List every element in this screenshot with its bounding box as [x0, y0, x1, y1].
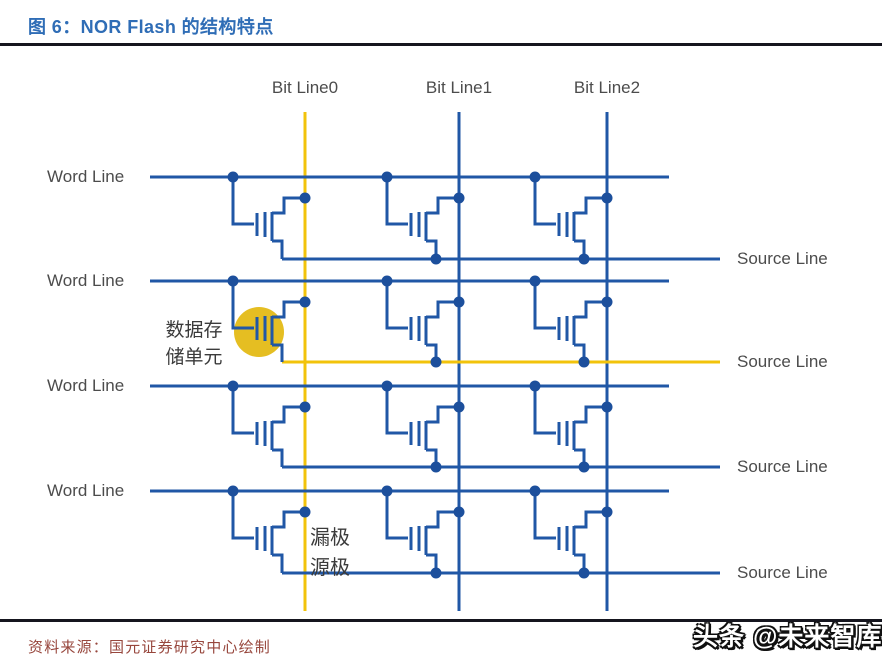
memory-cell-annotation-line: 数据存 [165, 319, 223, 341]
junction-dot [453, 401, 465, 413]
junction-dot [430, 253, 442, 265]
junction-dot [578, 567, 590, 579]
source-line-label: Source Line [737, 563, 828, 582]
junction-dot [529, 485, 541, 497]
bottom-divider-rule [0, 619, 882, 622]
bit-line-label: Bit Line1 [425, 78, 493, 97]
memory-cell-transistor [385, 491, 459, 573]
junction-dot [381, 275, 393, 287]
junction-dot [578, 356, 590, 368]
figure-title: 图 6：NOR Flash 的结构特点 [28, 17, 274, 37]
junction-dot [453, 506, 465, 518]
junction-dot [430, 356, 442, 368]
junction-dot [299, 296, 311, 308]
memory-cell-annotation-line: 储单元 [165, 346, 223, 368]
junction-dot [529, 275, 541, 287]
memory-cell-transistor [533, 491, 607, 573]
memory-cell-transistor [385, 177, 459, 259]
memory-cell-transistor [231, 281, 305, 362]
junction-dot [453, 192, 465, 204]
junction-dot [601, 296, 613, 308]
junction-dot [299, 192, 311, 204]
data-source-note: 资料来源：国元证券研究中心绘制 [28, 638, 272, 656]
junction-dot [453, 296, 465, 308]
source-line-label: Source Line [737, 249, 828, 268]
junction-dot [381, 380, 393, 392]
word-line-label: Word Line [47, 271, 125, 290]
memory-cell-transistor [533, 386, 607, 467]
bit-line-label: Bit Line2 [573, 78, 641, 97]
memory-cell-transistor [385, 281, 459, 362]
bit-line-label: Bit Line0 [271, 78, 339, 97]
junction-dot [227, 380, 239, 392]
memory-cell-transistor [231, 491, 305, 573]
junction-dot [601, 401, 613, 413]
word-line-label: Word Line [47, 167, 125, 186]
junction-dot [529, 171, 541, 183]
source-annotation: 源极 [310, 555, 350, 579]
memory-cell-transistor [385, 386, 459, 467]
junction-dot [227, 275, 239, 287]
junction-dot [227, 171, 239, 183]
cell-highlight-circle [234, 307, 284, 357]
drain-annotation: 漏极 [310, 525, 350, 549]
junction-dot [227, 485, 239, 497]
junction-dot [430, 567, 442, 579]
junction-dot [381, 485, 393, 497]
junction-dot [381, 171, 393, 183]
junction-dot [601, 506, 613, 518]
toutiao-watermark: 头条 @未来智库 [693, 623, 882, 651]
memory-cell-transistor [231, 386, 305, 467]
memory-cell-transistor [533, 177, 607, 259]
source-line-label: Source Line [737, 352, 828, 371]
memory-cell-transistor [231, 177, 305, 259]
junction-dot [299, 401, 311, 413]
junction-dot [299, 506, 311, 518]
memory-cell-transistor [533, 281, 607, 362]
title-divider-rule [0, 43, 882, 46]
junction-dot [430, 461, 442, 473]
junction-dot [578, 253, 590, 265]
word-line-label: Word Line [47, 376, 125, 395]
source-line-label: Source Line [737, 457, 828, 476]
junction-dot [578, 461, 590, 473]
junction-dot [529, 380, 541, 392]
word-line-label: Word Line [47, 481, 125, 500]
memory-cell-annotation: 数据存储单元 [160, 317, 228, 371]
junction-dot [601, 192, 613, 204]
